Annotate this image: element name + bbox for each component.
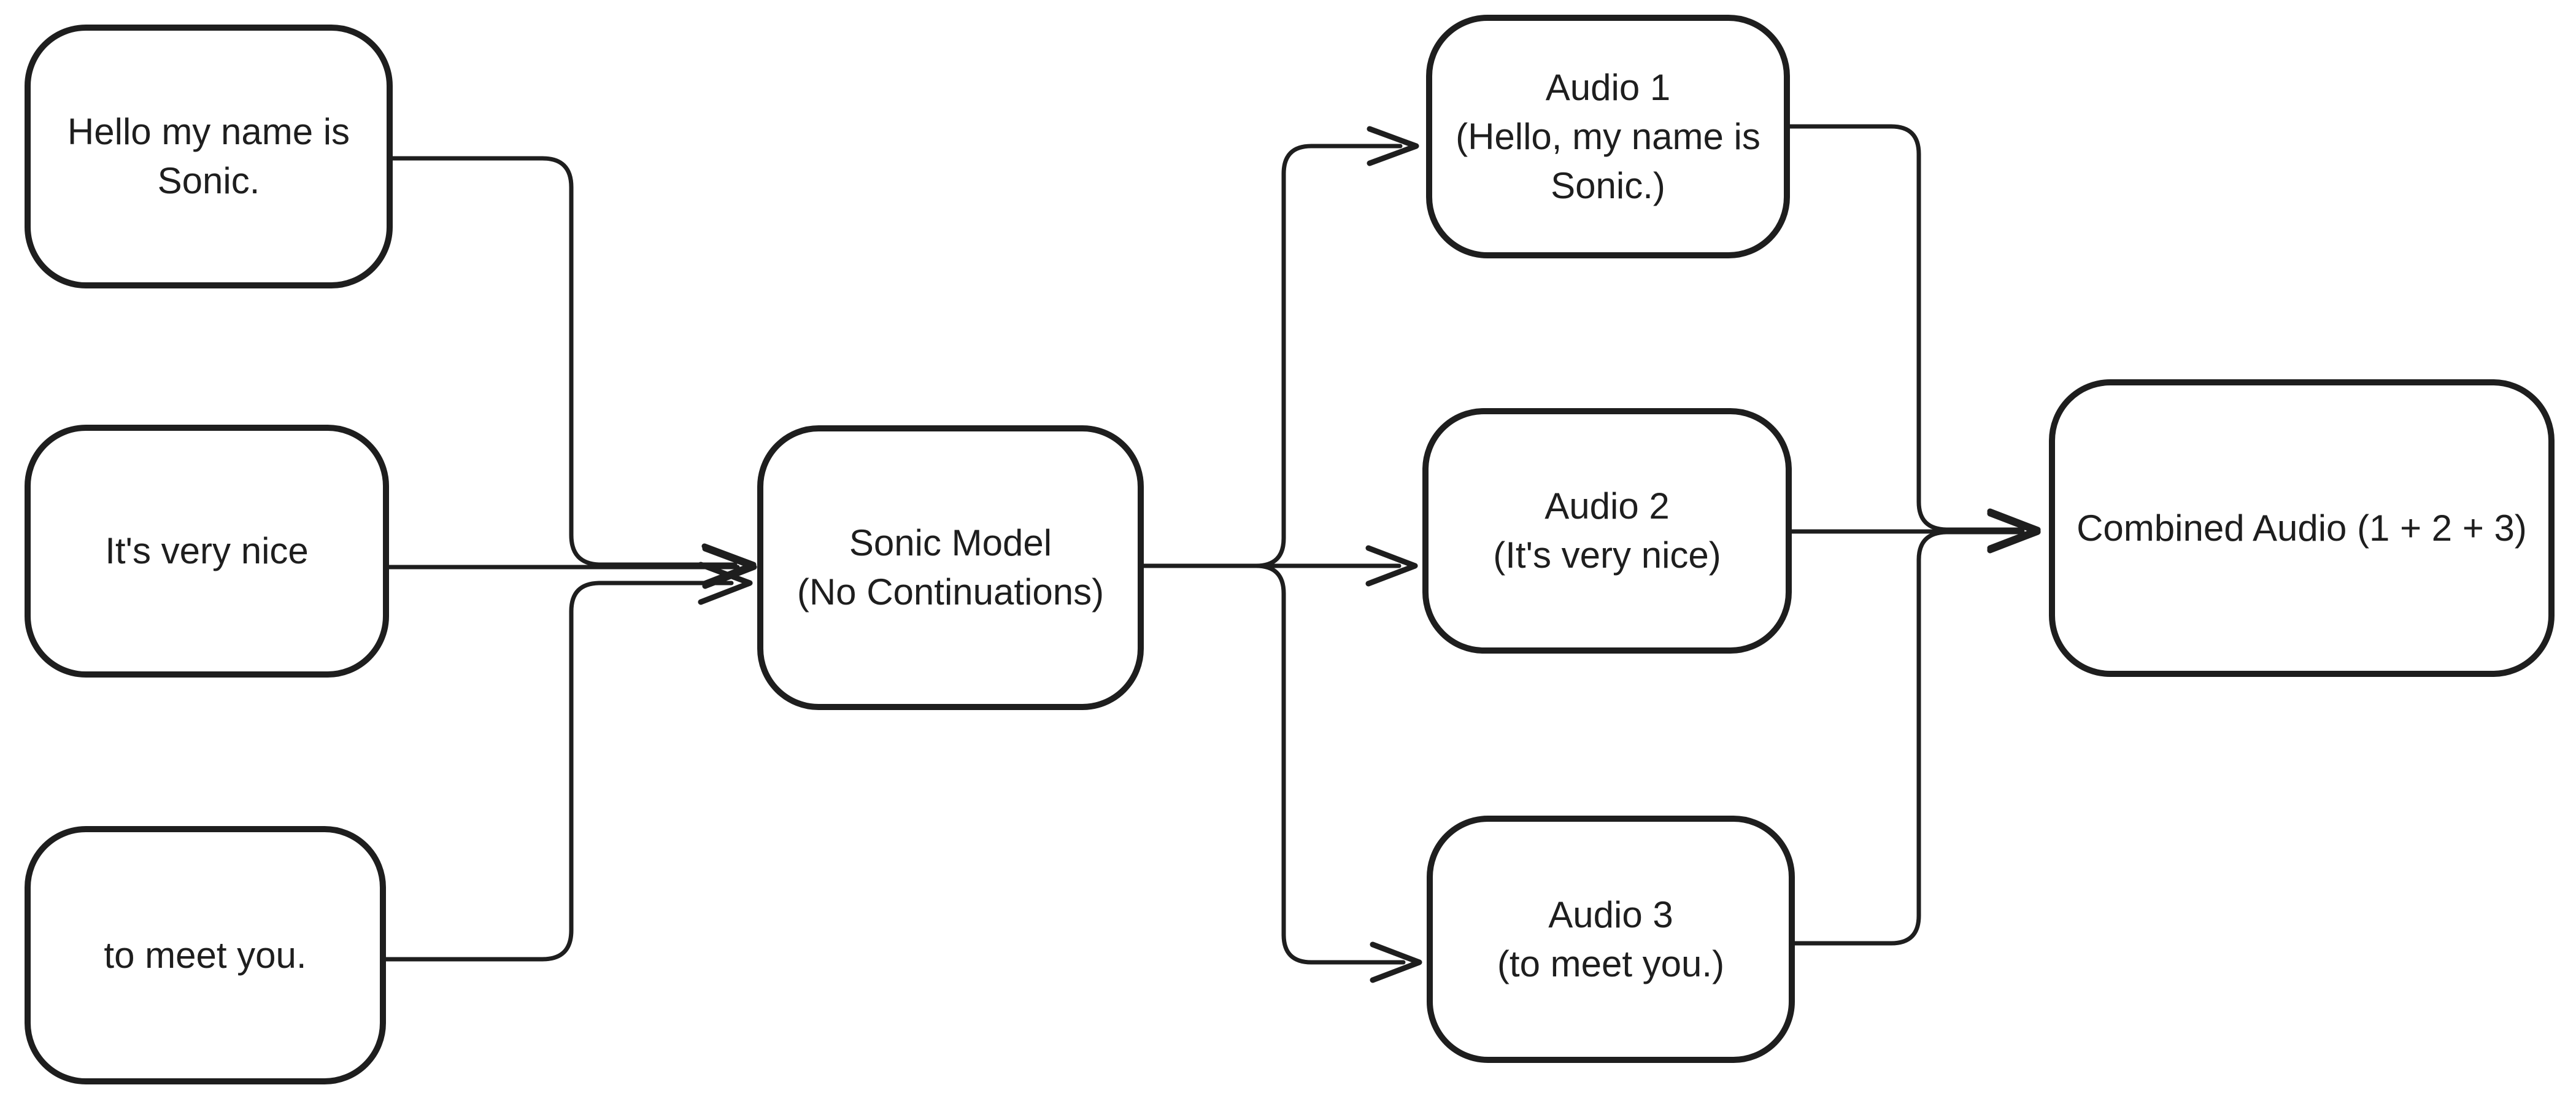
node-audio-1: Audio 1 (Hello, my name is Sonic.) — [1426, 15, 1790, 258]
node-label-line: (It's very nice) — [1493, 535, 1721, 576]
arrowhead-icon — [702, 546, 757, 589]
edge-audio-1-to-combined — [1787, 124, 2041, 551]
edge-model-to-audio-3 — [1141, 563, 1422, 983]
arrowhead-icon — [1370, 941, 1422, 983]
node-label-line: Sonic.) — [1551, 164, 1665, 206]
node-input-2: It's very nice — [25, 425, 389, 678]
edge-input-1-to-model — [390, 156, 757, 587]
edge-audio-3-to-combined — [1792, 511, 2041, 946]
node-label-line: It's very nice — [105, 530, 309, 571]
node-label-line: Audio 2 — [1544, 485, 1670, 527]
arrowhead-icon — [698, 562, 753, 605]
node-label-line: to meet you. — [104, 934, 307, 976]
node-label-line: Audio 1 — [1545, 66, 1671, 108]
node-input-3: to meet you. — [25, 826, 386, 1084]
node-label-line: Sonic Model — [849, 522, 1052, 563]
node-label-line: Audio 3 — [1548, 894, 1673, 935]
node-input-1: Hello my name is Sonic. — [25, 25, 393, 288]
edge-input-2-to-model — [387, 546, 757, 589]
node-audio-3: Audio 3 (to meet you.) — [1427, 816, 1795, 1063]
arrowhead-icon — [1367, 126, 1419, 166]
node-label-line: Sonic. — [157, 160, 260, 201]
arrowhead-icon — [1987, 511, 2041, 554]
node-label-line: Hello my name is — [67, 111, 350, 152]
node-sonic-model: Sonic Model (No Continuations) — [757, 425, 1144, 710]
node-label-line: (No Continuations) — [796, 571, 1105, 612]
node-combined-audio: Combined Audio (1 + 2 + 3) — [2049, 379, 2555, 677]
node-label-line: (to meet you.) — [1497, 943, 1725, 984]
node-label-line: Combined Audio (1 + 2 + 3) — [2077, 507, 2527, 549]
node-audio-2: Audio 2 (It's very nice) — [1422, 408, 1792, 654]
edge-model-to-audio-1 — [1141, 126, 1419, 568]
edge-input-3-to-model — [383, 562, 753, 962]
node-label-line: (Hello, my name is — [1456, 115, 1760, 157]
arrowhead-icon — [1365, 545, 1418, 587]
